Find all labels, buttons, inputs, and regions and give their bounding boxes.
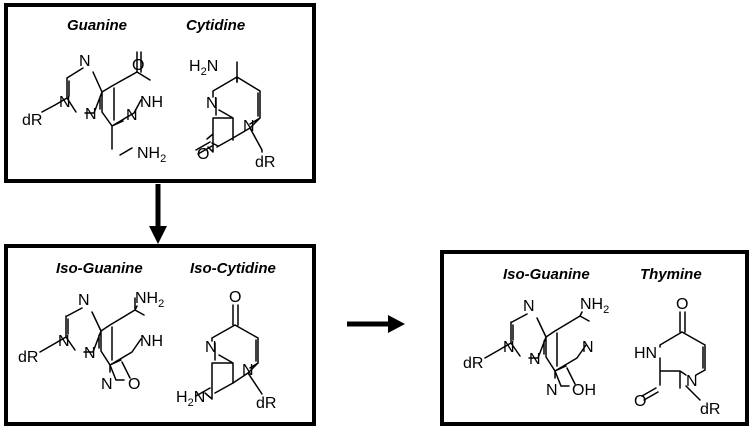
isoguanine2-nh2-sub: 2 [603,304,609,316]
isoguanine2-NH2: NH2 [580,296,609,316]
guanine-nh2-sub: 2 [160,153,166,165]
guanine-N3: N [85,106,97,123]
arrow-down [149,184,167,244]
arrow-down-head [149,226,167,244]
cytidine-h2n-n: N [207,58,219,75]
guanine-structure: N N N O NH N NH2 dR [22,51,166,165]
cytidine-h2n-h: H [189,58,201,75]
isoguanine2-N1: N [582,339,594,356]
guanine-dR: dR [22,112,42,129]
isoguanine2-N7: N [523,298,535,315]
isoguanine-structure-2: N N N NH2 N N OH dR [463,296,609,399]
isoguanine1-dR: dR [18,349,38,366]
thymine-N1: N [686,373,698,390]
isoguanine1-NH: NH [140,333,163,350]
isocytidine-h2n-n: N [194,389,206,406]
cytidine-title: Cytidine [186,17,245,34]
arrow-right [347,315,405,333]
cytidine-N3: N [206,95,218,112]
isoguanine2-N9: N [503,339,515,356]
isoguanine2-OH: OH [572,382,596,399]
isoguanine1-N7: N [78,292,90,309]
thymine-HN: HN [634,345,657,362]
guanine-N1: N [126,107,138,124]
guanine-NH2: NH2 [137,145,166,165]
panel-isoguanine-isocytidine: Iso-Guanine Iso-Cytidine N N N NH2 NH N … [4,244,316,426]
isoguanine1-N3: N [84,345,96,362]
isoguanine1-nh2-sub: 2 [158,298,164,310]
isocytidine-N1: N [242,362,254,379]
isoguanine-title-1: Iso-Guanine [56,260,143,277]
guanine-NH: NH [140,94,163,111]
isocytidine-h2n-h: H [176,389,188,406]
panel-1-frame [4,3,316,183]
isoguanine1-O: O [128,376,140,393]
arrow-right-head [388,315,405,333]
thymine-title: Thymine [640,266,702,283]
isocytidine-structure: O N N H2N dR [176,289,276,412]
guanine-nh2-base: NH [137,145,160,162]
cytidine-h2n-sub: 2 [201,66,207,78]
thymine-O-top: O [676,296,688,313]
panel-2-frame [4,244,316,426]
guanine-title: Guanine [67,17,127,34]
panel-isoguanine-thymine: Iso-Guanine Thymine N N N NH2 N N OH dR … [440,250,749,426]
isoguanine2-N3: N [529,351,541,368]
isoguanine1-N: N [101,376,113,393]
isoguanine1-NH2: NH2 [135,290,164,310]
isocytidine-O: O [229,289,241,306]
guanine-O: O [132,57,144,74]
isoguanine2-nh2-base: NH [580,296,603,313]
isocytidine-N3: N [205,339,217,356]
isocytidine-title: Iso-Cytidine [190,260,276,277]
cytidine-H2N: H2N [189,58,218,78]
cytidine-N1: N [243,118,255,135]
thymine-O-bottom: O [634,393,646,410]
isoguanine1-nh2-base: NH [135,290,158,307]
isocytidine-dR: dR [256,395,276,412]
guanine-N9: N [59,94,71,111]
guanine-N7: N [79,53,91,70]
isocytidine-h2n-sub: 2 [188,397,194,409]
isoguanine2-N: N [546,382,558,399]
cytidine-dR: dR [255,154,275,171]
thymine-structure: O HN N O dR [634,296,720,418]
panel-3-frame [440,250,749,426]
isoguanine2-dR: dR [463,355,483,372]
cytidine-structure: H2N N N O dR [189,58,275,171]
panel-guanine-cytidine: Guanine Cytidine N N N O NH N NH2 dR H2N… [4,3,316,183]
isoguanine-title-2: Iso-Guanine [503,266,590,283]
isoguanine1-N9: N [58,333,70,350]
isocytidine-H2N: H2N [176,389,205,409]
cytidine-O: O [197,146,209,163]
isoguanine-structure-1: N N N NH2 NH N O dR [18,290,164,393]
thymine-dR: dR [700,401,720,418]
